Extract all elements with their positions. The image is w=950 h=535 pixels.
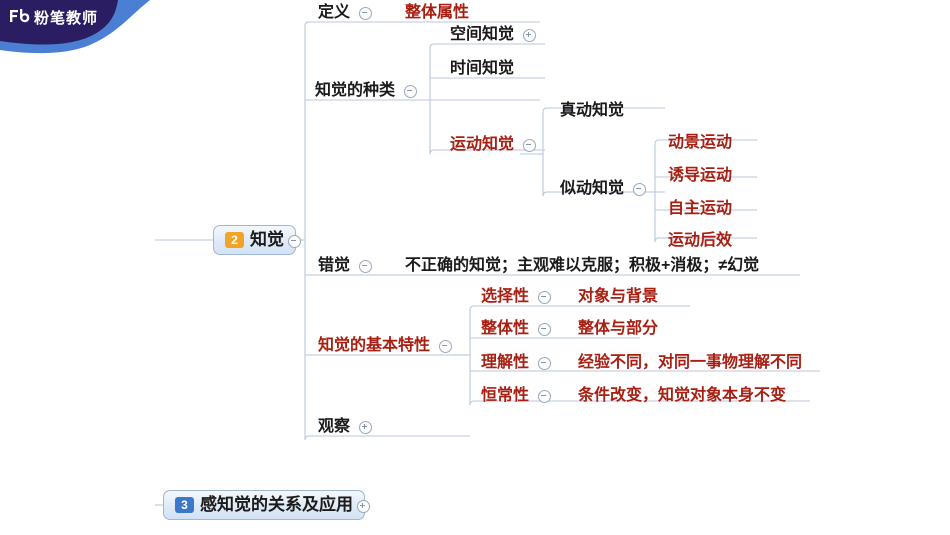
root-topic-label: 知觉 bbox=[250, 230, 284, 249]
node-illusion-value-label: 不正确的知觉；主观难以克服；积极+消极；≠幻觉 bbox=[405, 257, 760, 274]
node-definition[interactable]: 定义 bbox=[318, 0, 373, 26]
node-selectivity-label: 选择性 bbox=[481, 288, 530, 305]
node-wholeness-value[interactable]: 整体与部分 bbox=[578, 316, 658, 342]
node-observation-toggle[interactable] bbox=[359, 420, 373, 434]
node-illusion[interactable]: 错觉 bbox=[318, 253, 373, 279]
node-perception-types-label: 知觉的种类 bbox=[315, 82, 396, 99]
node-illusion-label: 错觉 bbox=[318, 257, 351, 274]
node-basic-traits-label: 知觉的基本特性 bbox=[318, 337, 431, 354]
node-illusion-toggle[interactable] bbox=[359, 259, 373, 273]
root-topic-number: 2 bbox=[225, 232, 244, 248]
node-illusion-value[interactable]: 不正确的知觉；主观难以克服；积极+消极；≠幻觉 bbox=[405, 253, 759, 279]
node-space-perception-label: 空间知觉 bbox=[450, 26, 515, 43]
bottom-topic-toggle[interactable] bbox=[357, 500, 370, 513]
node-definition-label: 定义 bbox=[318, 4, 351, 21]
node-real-motion-label: 真动知觉 bbox=[560, 102, 625, 119]
brand-name: 粉笔教师 bbox=[34, 10, 99, 27]
node-induced-motion-label: 诱导运动 bbox=[668, 167, 733, 184]
node-wholeness-label: 整体性 bbox=[481, 320, 530, 337]
node-comprehension[interactable]: 理解性 bbox=[481, 350, 552, 376]
node-apparent-motion-toggle[interactable] bbox=[633, 182, 647, 196]
node-wholeness-toggle[interactable] bbox=[538, 322, 552, 336]
node-constancy-value[interactable]: 条件改变，知觉对象本身不变 bbox=[578, 383, 786, 409]
node-constancy-value-label: 条件改变，知觉对象本身不变 bbox=[578, 387, 787, 404]
root-topic-toggle[interactable] bbox=[288, 235, 301, 248]
node-selectivity-toggle[interactable] bbox=[538, 290, 552, 304]
node-motion-aftereffect[interactable]: 运动后效 bbox=[668, 228, 732, 254]
node-motion-perception-label: 运动知觉 bbox=[450, 136, 515, 153]
node-comprehension-toggle[interactable] bbox=[538, 356, 552, 370]
node-phi-motion-label: 动景运动 bbox=[668, 134, 733, 151]
node-selectivity[interactable]: 选择性 bbox=[481, 284, 552, 310]
node-space-perception[interactable]: 空间知觉 bbox=[450, 22, 537, 48]
node-space-perception-toggle[interactable] bbox=[523, 28, 537, 42]
node-apparent-motion-label: 似动知觉 bbox=[560, 180, 625, 197]
node-perception-types-toggle[interactable] bbox=[404, 84, 418, 98]
node-comprehension-label: 理解性 bbox=[481, 354, 530, 371]
node-autokinetic-motion[interactable]: 自主运动 bbox=[668, 196, 732, 222]
node-comprehension-value-label: 经验不同，对同一事物理解不同 bbox=[578, 354, 803, 371]
node-selectivity-value-label: 对象与背景 bbox=[578, 288, 659, 305]
node-wholeness[interactable]: 整体性 bbox=[481, 316, 552, 342]
node-definition-value-label: 整体属性 bbox=[405, 4, 470, 21]
node-real-motion[interactable]: 真动知觉 bbox=[560, 98, 624, 124]
bottom-topic-label: 感知觉的关系及应用 bbox=[200, 495, 353, 514]
node-constancy-toggle[interactable] bbox=[538, 389, 552, 403]
node-observation[interactable]: 观察 bbox=[318, 414, 373, 440]
bottom-topic-number: 3 bbox=[175, 497, 194, 513]
node-comprehension-value[interactable]: 经验不同，对同一事物理解不同 bbox=[578, 350, 802, 376]
brand-logo-mark bbox=[10, 9, 30, 23]
node-phi-motion[interactable]: 动景运动 bbox=[668, 130, 732, 156]
root-topic-node[interactable]: 2 知觉 bbox=[213, 225, 296, 255]
node-time-perception[interactable]: 时间知觉 bbox=[450, 56, 514, 82]
node-induced-motion[interactable]: 诱导运动 bbox=[668, 163, 732, 189]
node-motion-perception[interactable]: 运动知觉 bbox=[450, 132, 537, 158]
node-motion-aftereffect-label: 运动后效 bbox=[668, 232, 733, 249]
node-selectivity-value[interactable]: 对象与背景 bbox=[578, 284, 658, 310]
node-constancy[interactable]: 恒常性 bbox=[481, 383, 552, 409]
node-motion-perception-toggle[interactable] bbox=[523, 138, 537, 152]
node-basic-traits-toggle[interactable] bbox=[439, 339, 453, 353]
node-observation-label: 观察 bbox=[318, 418, 351, 435]
node-definition-toggle[interactable] bbox=[359, 6, 373, 20]
node-apparent-motion[interactable]: 似动知觉 bbox=[560, 176, 647, 202]
node-basic-traits[interactable]: 知觉的基本特性 bbox=[318, 333, 453, 359]
node-definition-value[interactable]: 整体属性 bbox=[405, 0, 469, 26]
node-perception-types[interactable]: 知觉的种类 bbox=[315, 78, 418, 104]
bottom-topic-node[interactable]: 3 感知觉的关系及应用 bbox=[163, 490, 365, 520]
node-wholeness-value-label: 整体与部分 bbox=[578, 320, 659, 337]
node-constancy-label: 恒常性 bbox=[481, 387, 530, 404]
node-autokinetic-motion-label: 自主运动 bbox=[668, 200, 733, 217]
node-time-perception-label: 时间知觉 bbox=[450, 60, 515, 77]
